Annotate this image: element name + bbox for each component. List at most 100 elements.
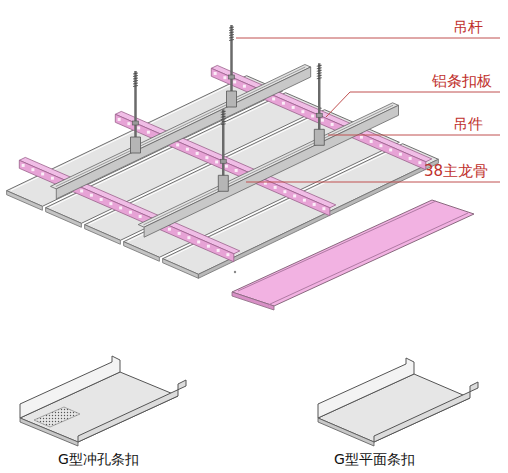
carrier-slot	[331, 123, 334, 126]
rod-thread	[133, 78, 138, 79]
rod-nut	[220, 159, 226, 163]
carrier-side	[19, 160, 234, 261]
rod-nut	[229, 75, 235, 79]
carrier-slot	[292, 106, 295, 109]
carrier-slot	[119, 206, 122, 209]
ceiling-strip	[163, 144, 439, 275]
rod-thread	[317, 65, 322, 66]
carrier-slot	[100, 198, 103, 201]
carrier-slot	[22, 164, 25, 167]
carrier-slot	[283, 190, 286, 193]
part-label: 38主龙骨	[424, 163, 488, 180]
carrier-slot	[187, 236, 190, 239]
carrier-slot	[186, 148, 189, 151]
carrier-slot	[137, 126, 140, 129]
carrier-slot	[235, 169, 238, 172]
leader-line	[328, 135, 500, 136]
carrier-slot	[418, 161, 421, 164]
strip-end	[7, 191, 43, 211]
carrier-slot	[313, 203, 316, 206]
carrier-slot	[214, 72, 217, 75]
rod-thread	[221, 116, 226, 117]
main-keel-side	[144, 105, 398, 237]
keel-channel	[144, 105, 394, 225]
carrier-slot	[303, 199, 306, 202]
hanger-clip	[218, 175, 228, 191]
hanger-clip	[314, 129, 324, 145]
main-keel-top	[138, 103, 398, 227]
carrier-slot	[370, 140, 373, 143]
strip-end	[163, 259, 199, 279]
carrier-slot	[321, 119, 324, 122]
carrier-slot	[31, 168, 34, 171]
carrier-slot	[118, 118, 121, 121]
rod-thread	[317, 78, 322, 79]
carrier-slot	[379, 144, 382, 147]
part-label: 吊件	[453, 116, 483, 133]
carrier-slot	[243, 85, 246, 88]
carrier-slot	[217, 249, 220, 252]
rod-thread	[317, 73, 322, 74]
rod-thread	[133, 81, 138, 82]
rod-thread	[221, 124, 226, 125]
rod-thread	[229, 37, 234, 38]
carrier-slot	[109, 202, 112, 205]
rod-thread	[221, 114, 226, 115]
carrier-slot	[178, 232, 181, 235]
carrier-slot	[129, 211, 132, 214]
carrier-slot	[293, 194, 296, 197]
part-label: 吊杆	[453, 19, 483, 36]
rod-thread	[133, 73, 138, 74]
strip-end	[46, 208, 82, 228]
carrier-slot	[147, 131, 150, 134]
carrier-slot	[168, 228, 171, 231]
rod-thread	[229, 40, 234, 41]
carrier-slot	[127, 122, 130, 125]
carrier-slot	[226, 253, 229, 256]
rod-nut	[316, 113, 322, 117]
rod-thread	[317, 75, 322, 76]
carrier-slot	[233, 80, 236, 83]
carrier-slot	[272, 97, 275, 100]
carrier-slot	[207, 245, 210, 248]
carrier-slot	[80, 189, 83, 192]
main-keel-side	[56, 67, 310, 199]
carrier-slot	[282, 102, 285, 105]
carrier-slot	[139, 215, 142, 218]
carrier-slot	[389, 148, 392, 151]
rod-thread	[221, 111, 226, 112]
carrier-slot	[51, 177, 54, 180]
loose-strip-panel	[232, 200, 474, 310]
rod-nut	[133, 121, 139, 125]
hanger-clip	[227, 91, 237, 107]
leader-line	[326, 92, 500, 117]
carrier-slot	[301, 110, 304, 113]
carrier-slot	[196, 152, 199, 155]
rod-thread	[221, 121, 226, 122]
perforated-strip	[20, 356, 186, 446]
rod-thread	[229, 27, 234, 28]
rod-thread	[221, 119, 226, 120]
carrier-slot	[399, 153, 402, 156]
strip-end	[85, 225, 121, 245]
carrier-slot	[90, 194, 93, 197]
carrier-slot	[274, 186, 277, 189]
carrier-slot	[225, 165, 228, 168]
rod-thread	[229, 32, 234, 33]
carrier-slot	[311, 114, 314, 117]
caption-label: G型冲孔条扣	[58, 451, 139, 468]
flat-strip	[318, 358, 478, 446]
carrier-slot	[41, 172, 44, 175]
rod-thread	[317, 70, 322, 71]
strip-end	[124, 242, 160, 262]
carrier-slot	[409, 157, 412, 160]
caption-label: G型平面条扣	[334, 451, 415, 468]
carrier-slot	[176, 143, 179, 146]
rod-thread	[133, 83, 138, 84]
carrier-slot	[205, 156, 208, 159]
carrier-slot	[215, 160, 218, 163]
rod-thread	[317, 68, 322, 69]
rod-thread	[229, 30, 234, 31]
